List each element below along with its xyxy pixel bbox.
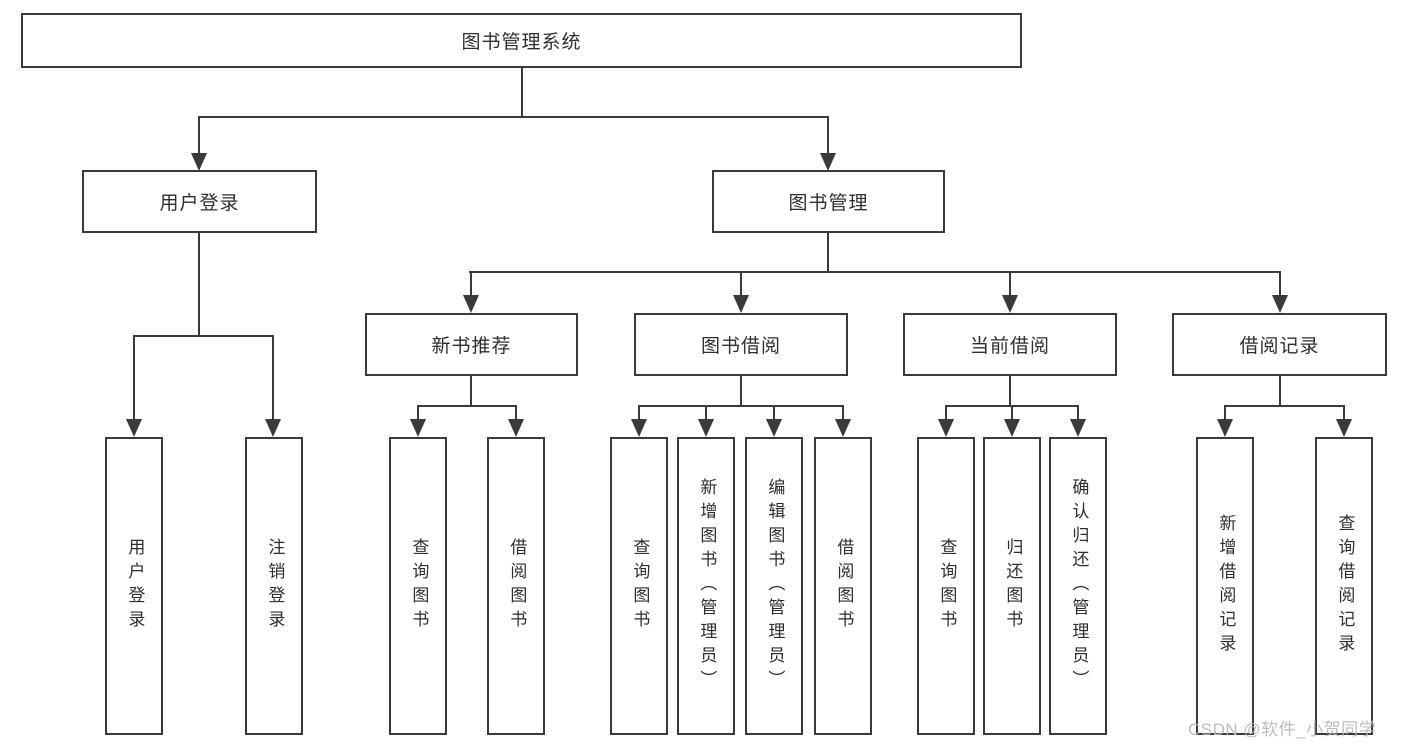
node-leaf-query-record: 查询借阅记录 [1315,437,1373,735]
connector-current-borrow-stem [1009,376,1011,406]
node-book-mgmt: 图书管理 [712,170,945,233]
node-leaf-user-login: 用户登录 [105,437,163,735]
connector-new-book-rec-branch [417,405,517,407]
connector-book-mgmt-stem [827,233,829,272]
node-leaf-logout-label: 注销登录 [265,538,285,634]
node-leaf-add-record: 新增借阅记录 [1196,437,1254,735]
node-leaf-add-book-label: 新增图书（管理员） [697,478,717,694]
connector-drop [515,405,517,421]
connector-drop [773,405,775,421]
node-leaf-borrow-book-rec: 借阅图书 [487,437,545,735]
node-current-borrow-label: 当前借阅 [969,336,1050,357]
csdn-watermark: CSDN @软件_小贺同学 [1188,720,1377,739]
connector-drop-user-login [198,116,200,155]
arrowhead-down [508,419,524,437]
node-leaf-query-book-rec-label: 查询图书 [409,538,429,634]
connector-drop [1224,405,1226,421]
arrowhead-down [698,419,714,437]
node-new-book-rec: 新书推荐 [365,313,578,376]
node-leaf-user-login-label: 用户登录 [125,538,145,634]
connector-user-login-stem [198,233,200,336]
arrowhead-down [733,295,749,313]
node-leaf-query-book-current: 查询图书 [917,437,975,735]
arrowhead-down [410,419,426,437]
connector-drop-book-mgmt [827,116,829,155]
arrowhead-down [631,419,647,437]
arrowhead-down [191,153,207,171]
arrowhead-down [1070,419,1086,437]
node-leaf-query-book-rec: 查询图书 [389,437,447,735]
node-leaf-edit-book-label: 编辑图书（管理员） [765,478,785,694]
node-user-login-label: 用户登录 [159,193,240,214]
connector-drop [638,405,640,421]
connector-drop [417,405,419,421]
node-leaf-borrow-book-borrow-label: 借阅图书 [834,538,854,634]
node-book-mgmt-label: 图书管理 [788,193,869,214]
node-leaf-query-book-borrow-label: 查询图书 [630,538,650,634]
connector-drop-borrow-record [1279,271,1281,297]
connector-drop-current-borrow [1009,271,1011,297]
arrowhead-down [1004,419,1020,437]
connector-drop-leaf-user-login [133,335,135,421]
connector-root-trunk [521,68,523,117]
connector-drop [1077,405,1079,421]
arrowhead-down [835,419,851,437]
node-borrow-record: 借阅记录 [1172,313,1387,376]
connector-drop [1011,405,1013,421]
connector-drop-new-book-rec [470,271,472,297]
connector-book-borrow-stem [740,376,742,406]
connector-level1-branch [198,116,829,118]
arrowhead-down [1217,419,1233,437]
arrowhead-down [463,295,479,313]
connector-user-login-branch [133,335,274,337]
node-leaf-query-record-label: 查询借阅记录 [1335,514,1355,658]
arrowhead-down [1336,419,1352,437]
arrowhead-down [1002,295,1018,313]
node-book-borrow: 图书借阅 [634,313,848,376]
node-leaf-add-book: 新增图书（管理员） [677,437,735,735]
node-book-borrow-label: 图书借阅 [700,336,781,357]
arrowhead-down [265,419,281,437]
node-root: 图书管理系统 [21,13,1022,68]
arrowhead-down [938,419,954,437]
node-leaf-query-book-borrow: 查询图书 [610,437,668,735]
node-new-book-rec-label: 新书推荐 [431,336,512,357]
connector-drop [705,405,707,421]
node-leaf-borrow-book-borrow: 借阅图书 [814,437,872,735]
node-leaf-confirm-return-label: 确认归还（管理员） [1069,478,1089,694]
node-leaf-add-record-label: 新增借阅记录 [1216,514,1236,658]
connector-drop [842,405,844,421]
connector-borrow-record-stem [1279,376,1281,406]
node-leaf-query-book-current-label: 查询图书 [937,538,957,634]
arrowhead-down [820,153,836,171]
node-leaf-confirm-return: 确认归还（管理员） [1049,437,1107,735]
connector-book-borrow-branch [638,405,844,407]
node-leaf-borrow-book-rec-label: 借阅图书 [507,538,527,634]
arrowhead-down [766,419,782,437]
connector-drop [1343,405,1345,421]
connector-new-book-rec-stem [470,376,472,406]
node-leaf-return-book-label: 归还图书 [1003,538,1023,634]
arrowhead-down [1272,295,1288,313]
connector-drop-leaf-logout [272,335,274,421]
connector-drop [945,405,947,421]
node-borrow-record-label: 借阅记录 [1239,336,1320,357]
connector-drop-book-borrow [740,271,742,297]
node-root-label: 图书管理系统 [461,32,582,53]
node-leaf-edit-book: 编辑图书（管理员） [745,437,803,735]
node-leaf-return-book: 归还图书 [983,437,1041,735]
node-leaf-logout: 注销登录 [245,437,303,735]
node-user-login: 用户登录 [82,170,317,233]
connector-level2-branch [469,271,1281,273]
arrowhead-down [126,419,142,437]
node-current-borrow: 当前借阅 [903,313,1117,376]
connector-borrow-record-branch [1224,405,1345,407]
